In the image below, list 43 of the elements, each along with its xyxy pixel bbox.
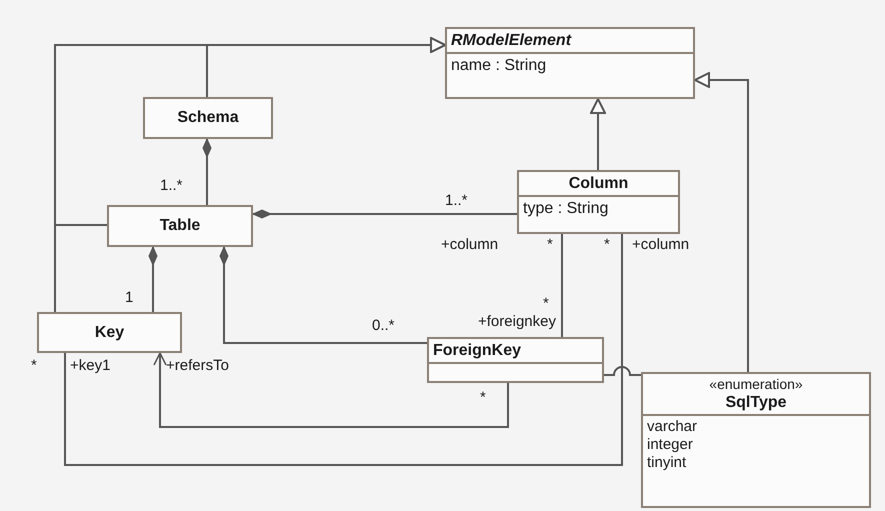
attribute-text: name : String [451, 56, 546, 76]
enum-literal: varchar [647, 418, 698, 436]
class-box [37, 312, 182, 353]
generalization-arrow [590, 98, 606, 170]
class-box [445, 27, 695, 99]
enum-literal: tinyint [647, 454, 686, 472]
multiplicity-label: * [604, 237, 610, 252]
multiplicity-label: +foreignkey [478, 314, 556, 329]
multiplicity-label: 1 [125, 290, 134, 305]
multiplicity-label: * [31, 358, 37, 373]
composition-line [148, 246, 158, 312]
class-box [107, 205, 253, 247]
generalization-arrow [54, 37, 446, 312]
class-box [143, 97, 273, 139]
abstract-class-name: RModelElement [451, 31, 572, 50]
multiplicity-label: * [543, 296, 549, 311]
class-box [427, 337, 604, 383]
class-name: ForeignKey [433, 341, 522, 360]
multiplicity-label: * [480, 390, 486, 405]
class-name: Table [160, 216, 200, 236]
multiplicity-label: 0..* [372, 318, 395, 333]
composition-line [252, 210, 517, 218]
multiplicity-label: +column [632, 237, 690, 252]
association-line [561, 234, 563, 337]
multiplicity-label: 1..* [160, 178, 183, 193]
navigable-association-arrow [153, 352, 509, 428]
class-name: SqlType [725, 392, 787, 412]
class-name: Schema [177, 108, 239, 128]
stereotype-text: «enumeration» [709, 376, 803, 393]
class-name: Column [568, 174, 628, 194]
multiplicity-label: +column [441, 237, 498, 252]
composition-line [220, 246, 427, 344]
multiplicity-label: * [547, 237, 553, 252]
enum-literal: integer [647, 436, 693, 454]
multiplicity-label: +key1 [70, 358, 110, 373]
class-name: Key [94, 322, 124, 342]
enumeration-box [641, 372, 871, 508]
class-box [517, 170, 680, 234]
multiplicity-label: +refersTo [166, 358, 229, 373]
composition-line [202, 138, 212, 205]
multiplicity-label: 1..* [445, 193, 468, 208]
association-line [64, 234, 623, 466]
attribute-text: type : String [523, 199, 608, 218]
